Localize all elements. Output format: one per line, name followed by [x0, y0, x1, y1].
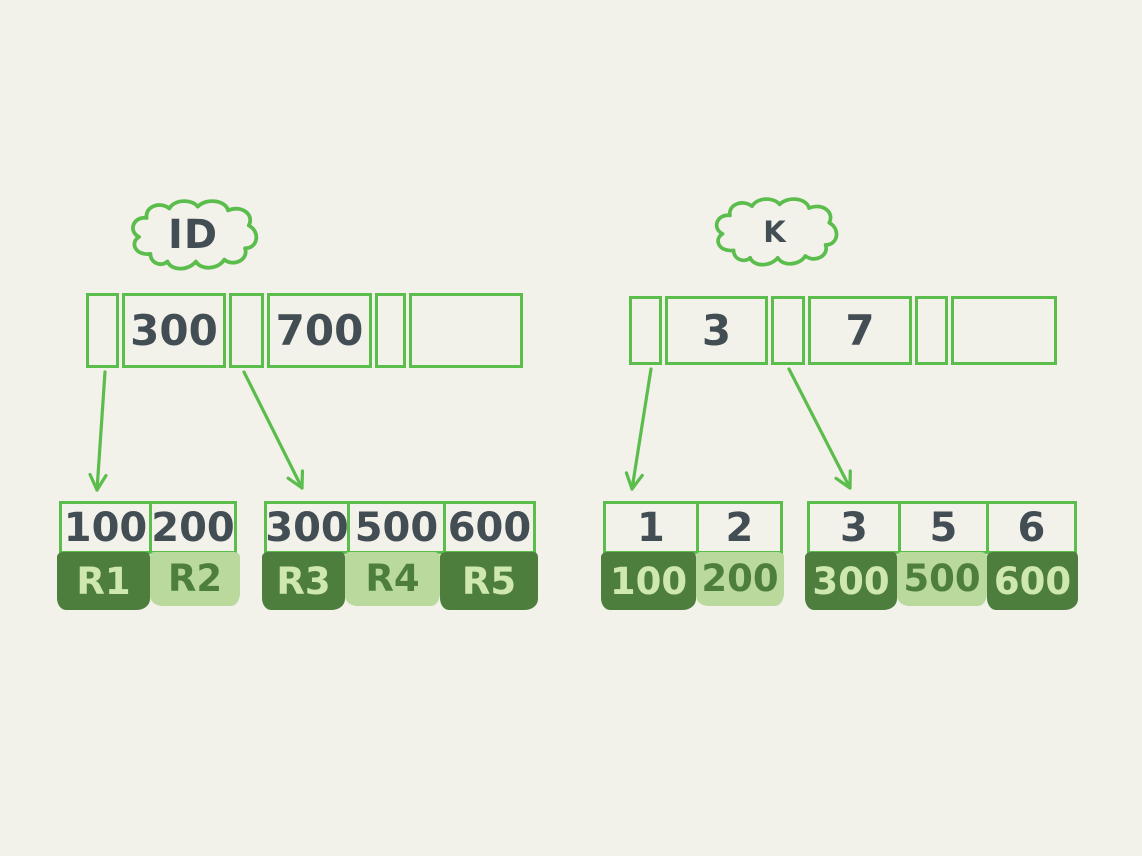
cloud-icon [714, 197, 839, 267]
root-cell-pointer [629, 296, 662, 365]
leaf-node-keys: 1 2 [603, 501, 783, 554]
root-cell-key: 700 [267, 293, 372, 368]
key-cell: 2 [695, 504, 780, 551]
record-block: 300 [805, 552, 897, 610]
record-block: R4 [345, 552, 440, 606]
root-node-k: 3 7 [629, 296, 1057, 365]
key-cell: 3 [840, 504, 868, 551]
root-cell-pointer [229, 293, 264, 368]
key-cell: 1 [637, 504, 665, 551]
leaf-node-keys: 300 500 600 [264, 501, 536, 554]
root-cell-key: 300 [122, 293, 226, 368]
leaf-node-records: R3 R4 R5 [262, 552, 538, 610]
arrow-icon-k-leaf1 [624, 367, 653, 491]
root-node-id: 300 700 [86, 293, 523, 368]
record-block: R1 [57, 552, 150, 610]
index-name-label: K [763, 215, 787, 249]
key-cell: 300 [265, 504, 349, 551]
record-block: 200 [696, 552, 784, 606]
root-cell-key: 7 [808, 296, 912, 365]
key-cell: 600 [442, 504, 533, 551]
root-cell-key: 3 [665, 296, 768, 365]
record-block: R5 [440, 552, 538, 610]
arrow-icon-k-leaf2 [787, 367, 852, 490]
leaf-node-records: 100 200 [601, 552, 784, 610]
index-name-label: ID [167, 212, 219, 258]
record-block: 500 [897, 552, 987, 606]
leaf-node-records: R1 R2 [57, 552, 240, 610]
root-cell-key [951, 296, 1057, 365]
key-cell: 200 [149, 504, 235, 551]
record-block: R3 [262, 552, 345, 610]
key-cell: 5 [897, 504, 986, 551]
cloud-label-id: ID [122, 194, 264, 276]
cloud-label-k: K [706, 192, 844, 272]
root-cell-pointer [86, 293, 119, 368]
leaf-node-records: 300 500 600 [805, 552, 1078, 610]
arrow-icon-id-leaf1 [88, 370, 108, 492]
root-cell-pointer [375, 293, 406, 368]
record-block: R2 [150, 552, 240, 606]
root-cell-key [409, 293, 523, 368]
record-block: 600 [987, 552, 1078, 610]
record-block: 100 [601, 552, 696, 610]
cloud-icon [131, 199, 259, 271]
leaf-node-keys: 3 5 6 [807, 501, 1077, 554]
arrow-icon-id-leaf2 [242, 370, 305, 490]
key-cell: 6 [985, 504, 1074, 551]
leaf-node-keys: 100 200 [59, 501, 237, 554]
root-cell-pointer [771, 296, 805, 365]
root-cell-pointer [915, 296, 948, 365]
key-cell: 500 [347, 504, 443, 551]
key-cell: 100 [63, 504, 148, 551]
